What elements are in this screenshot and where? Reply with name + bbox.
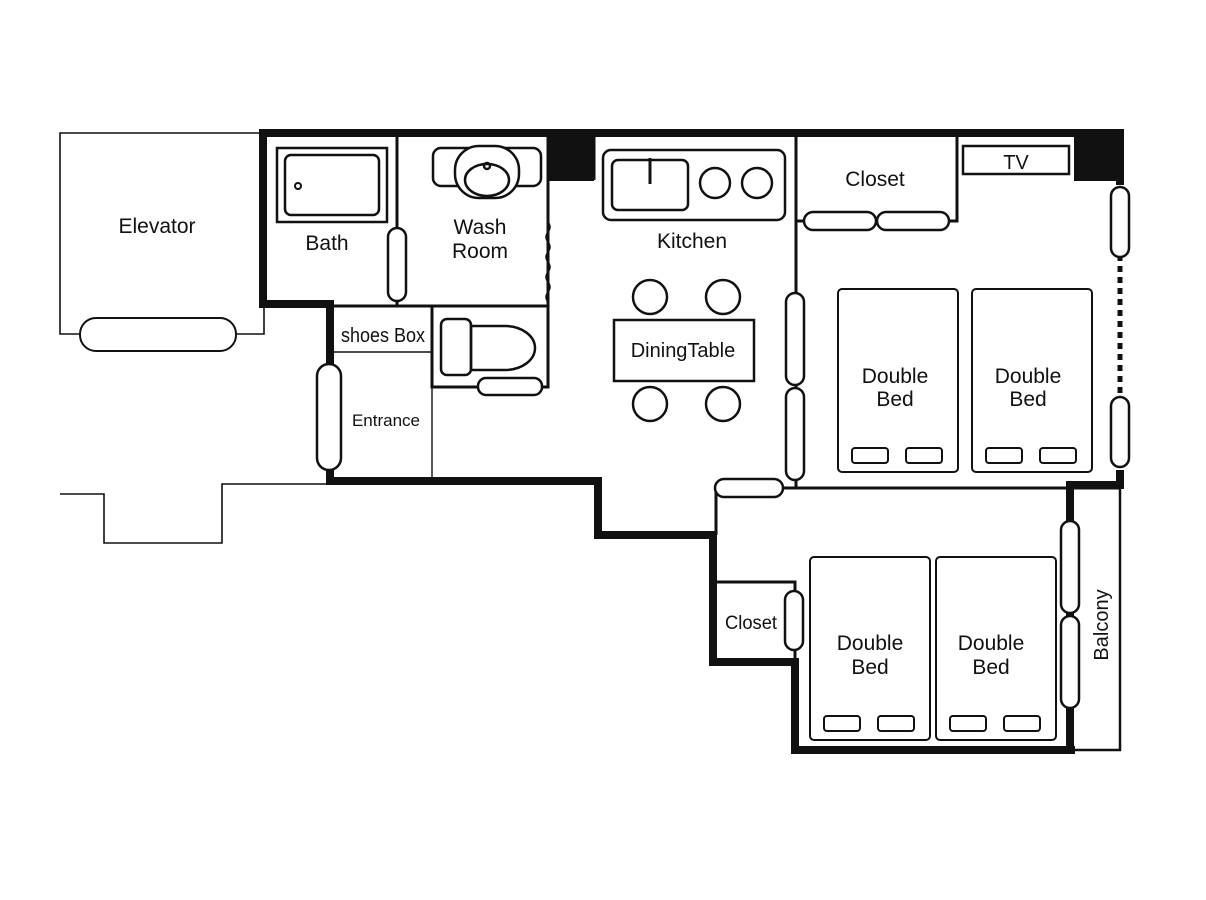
kitchen-label: Kitchen	[657, 230, 727, 253]
sliding-doors	[315, 185, 1131, 710]
bed-2-label-line2: Bed	[1009, 388, 1046, 411]
wall-pillar	[548, 133, 594, 181]
bed-3-label-line1: Double	[837, 632, 904, 655]
wall-pillar	[1074, 133, 1124, 181]
wash-basin	[431, 144, 543, 200]
dining-set	[612, 278, 756, 423]
bed-3-label-line2: Bed	[851, 656, 888, 679]
closet-small-label: Closet	[725, 613, 778, 634]
bed-1-label-line1: Double	[862, 365, 929, 388]
balcony-railing	[1075, 485, 1122, 752]
elevator-label: Elevator	[118, 215, 195, 238]
bath-label: Bath	[305, 232, 348, 255]
balcony-label: Balcony	[1091, 589, 1113, 660]
wash-room-label-line1: Wash	[454, 216, 507, 239]
closet-main-label: Closet	[845, 168, 905, 191]
tv-unit	[961, 144, 1071, 176]
toilet	[439, 317, 537, 377]
tv-label: TV	[1003, 152, 1029, 174]
dining-table-label: DiningTable	[631, 340, 736, 362]
shoes-box-label: shoes Box	[341, 325, 425, 347]
wash-curtain	[545, 221, 551, 303]
beds	[809, 288, 1093, 741]
bed-4-label-line1: Double	[958, 632, 1025, 655]
bathtub	[275, 146, 389, 224]
entrance-label: Entrance	[352, 411, 420, 430]
elevator	[59, 132, 265, 352]
corridor-outline	[60, 483, 328, 544]
bed-2-label-line1: Double	[995, 365, 1062, 388]
interior-walls	[330, 135, 1120, 660]
bed-1-label-line2: Bed	[876, 388, 913, 411]
kitchen-counter	[601, 148, 787, 222]
wash-room-label-line2: Room	[452, 240, 508, 263]
thin-partitions	[330, 351, 433, 478]
bed-4-label-line2: Bed	[972, 656, 1009, 679]
